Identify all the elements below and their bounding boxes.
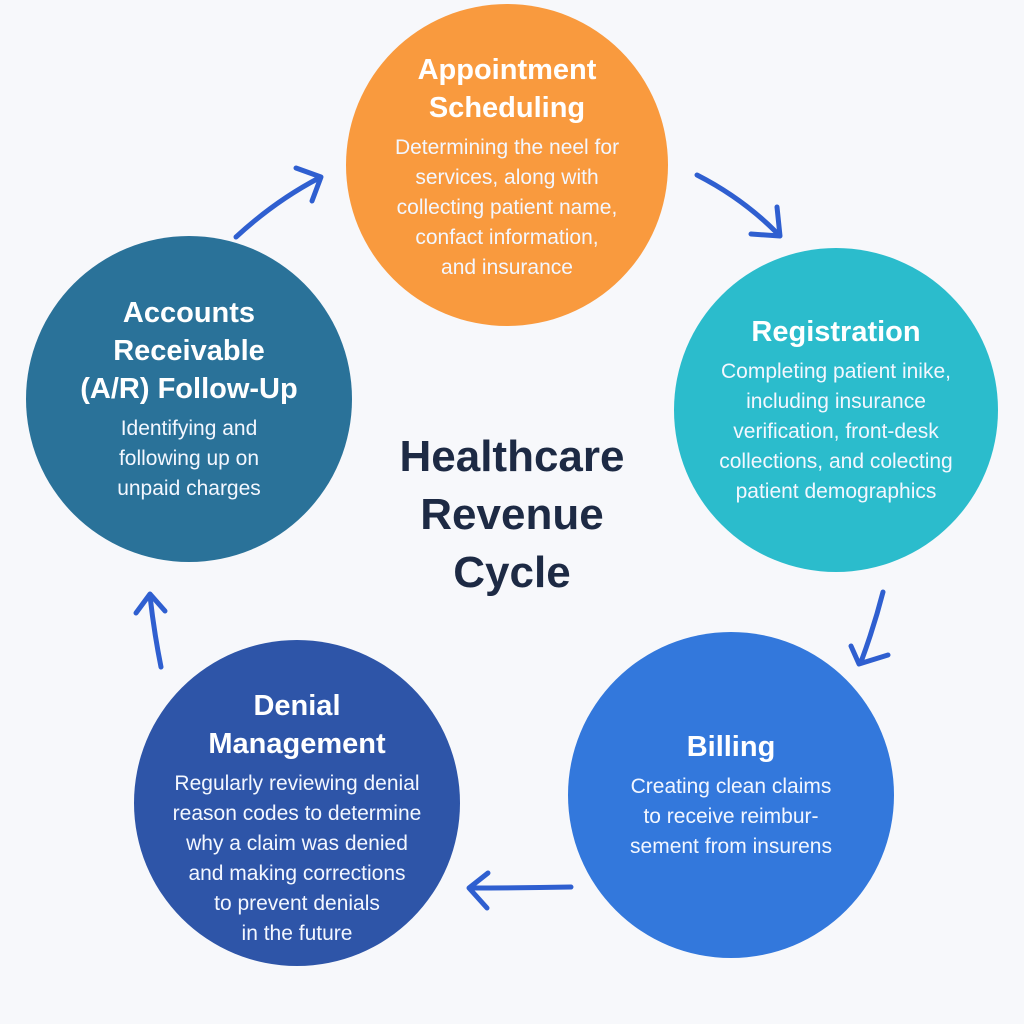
arrow-denial-to-ar-icon [133, 591, 168, 670]
stage-appointment-scheduling: Appointment Scheduling Determining the n… [346, 4, 668, 326]
stage-denial-management: Denial Management Regularly reviewing de… [134, 640, 460, 966]
stage-title: Denial Management [208, 690, 386, 760]
stage-title: Accounts Receivable (A/R) Follow-Up [80, 297, 298, 405]
arrow-appointment-to-registration-icon [694, 172, 783, 239]
stage-description: Identifying and following up on unpaid c… [117, 417, 261, 500]
diagram-title: Healthcare Revenue Cycle [399, 432, 625, 597]
stage-description: Regularly reviewing denial reason codes … [172, 772, 422, 945]
stage-description: Determining the neel for services, along… [394, 136, 620, 279]
stage-title: Billing [686, 731, 776, 763]
stage-accounts-receivable-follow-up: Accounts Receivable (A/R) Follow-Up Iden… [26, 236, 352, 562]
arrow-billing-to-denial-icon [466, 870, 574, 911]
stage-title: Registration [751, 316, 921, 348]
stage-description: Completing patient inike, including insu… [719, 360, 953, 503]
stage-title: Appointment Scheduling [417, 54, 597, 124]
stage-description: Creating clean claims to receive reimbur… [630, 775, 832, 858]
stage-billing: Billing Creating clean claims to receive… [568, 632, 894, 958]
stage-registration: Registration Completing patient inike, i… [674, 248, 998, 572]
arrow-ar-to-appointment-icon [233, 165, 324, 240]
arrow-registration-to-billing-icon [848, 589, 891, 667]
